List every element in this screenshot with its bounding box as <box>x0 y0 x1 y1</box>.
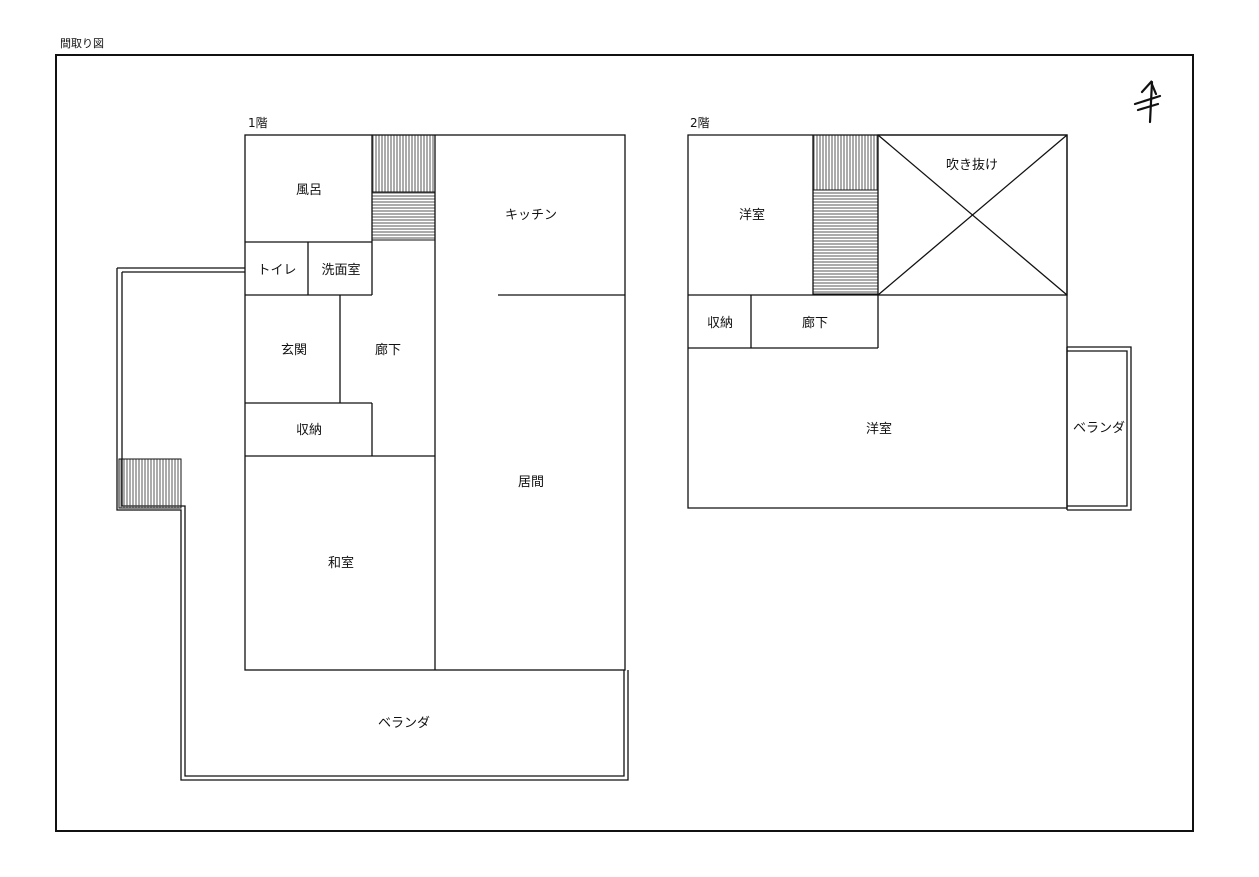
room-entrance-label: 玄関 <box>281 343 307 358</box>
floor-1-exterior-stair <box>118 458 182 509</box>
room-storage-2-label: 収納 <box>707 316 733 331</box>
room-hallway-2-label: 廊下 <box>802 315 828 331</box>
floor-2-stair-lower <box>812 189 879 295</box>
room-atrium-label: 吹き抜け <box>946 157 998 173</box>
room-western-room-large-label: 洋室 <box>866 421 892 437</box>
drawing-frame <box>55 54 1194 832</box>
atrium-void <box>877 134 1068 296</box>
room-veranda-label: ベランダ <box>378 716 430 731</box>
floor-1-label: 1階 <box>248 115 268 130</box>
floor-2-label: 2階 <box>690 115 710 130</box>
floor-2: 2階 洋室 吹き抜け 収納 廊下 洋室 ベランダ <box>687 115 1132 511</box>
document-title: 間取り図 <box>60 37 104 50</box>
room-hallway-label: 廊下 <box>375 342 401 358</box>
room-bath-label: 風呂 <box>296 183 322 198</box>
room-toilet-label: トイレ <box>257 263 296 278</box>
room-living-label: 居間 <box>518 475 544 490</box>
room-veranda-2-label: ベランダ <box>1073 421 1125 436</box>
floor-2-stair-upper <box>812 134 879 191</box>
room-storage-label: 収納 <box>296 423 322 438</box>
floor-1-stair-lower <box>371 191 436 241</box>
room-western-room-small-label: 洋室 <box>739 207 765 223</box>
floor-1-stair-upper <box>371 134 436 193</box>
room-japanese-room-label: 和室 <box>328 555 354 571</box>
room-kitchen-label: キッチン <box>505 208 557 223</box>
north-arrow-icon <box>1133 79 1162 124</box>
room-washroom-label: 洗面室 <box>321 262 360 278</box>
floor-1: 1階 風呂 キッチン トイレ 洗面室 玄関 廊下 収納 居間 和室 ベランダ <box>116 115 629 781</box>
